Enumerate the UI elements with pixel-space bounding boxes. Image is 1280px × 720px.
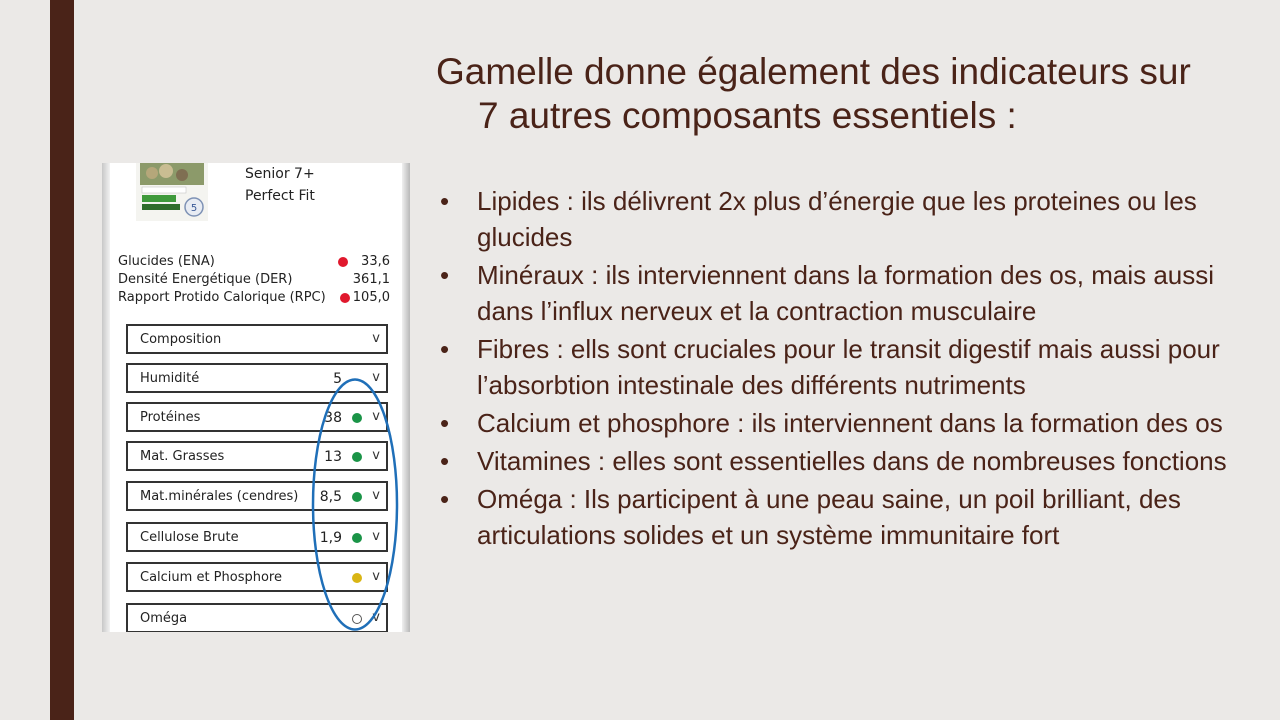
status-dot-yellow [352, 573, 362, 583]
bullet-item-mineraux: • Minéraux : ils interviennent dans la fo… [440, 257, 1270, 329]
status-dot-green [352, 533, 362, 543]
bullet-item-fibres: • Fibres : ells sont cruciales pour le tr… [440, 331, 1270, 403]
row-label: Humidité [140, 371, 200, 386]
svg-text:5: 5 [191, 203, 197, 214]
stat-row-glucides: Glucides (ENA) 33,6 [118, 253, 390, 271]
accent-bar [50, 0, 74, 720]
composition-row-calcium[interactable]: Calcium et Phosphore v [126, 562, 388, 592]
row-value: 8,5 [319, 489, 342, 505]
chevron-down-icon: v [372, 529, 380, 544]
phone-screenshot: 5 Senior 7+ Perfect Fit Glucides (ENA) 3… [102, 163, 410, 632]
stat-label: Rapport Protido Calorique (RPC) [118, 290, 326, 305]
status-dot-green [352, 492, 362, 502]
status-dot-empty [352, 614, 362, 624]
bullet-term: Calcium et phosphore [477, 408, 730, 438]
chevron-down-icon: v [372, 331, 380, 346]
chevron-down-icon: v [372, 409, 380, 424]
stat-label: Densité Energétique (DER) [118, 272, 293, 287]
composition-row-mat-grasses[interactable]: Mat. Grasses 13 v [126, 441, 388, 471]
row-label: Protéines [140, 410, 201, 425]
product-line-1: Senior 7+ [245, 166, 315, 182]
bullet-desc: : ils interviennent dans la formation de… [477, 260, 1215, 326]
bullet-list: • Lipides : ils délivrent 2x plus d’énerg… [440, 183, 1270, 555]
bullet-term: Vitamines [477, 446, 591, 476]
stat-value: 361,1 [352, 272, 390, 287]
status-dot-green [352, 413, 362, 423]
status-dot-red [338, 257, 348, 267]
bullet-dot: • [440, 408, 450, 438]
chevron-down-icon: v [372, 488, 380, 503]
bullet-item-calcium: • Calcium et phosphore : ils interviennen… [440, 405, 1270, 441]
row-label: Oméga [140, 611, 188, 626]
status-dot-green [352, 452, 362, 462]
row-label: Cellulose Brute [140, 530, 239, 545]
composition-header[interactable]: Composition v [126, 324, 388, 354]
bullet-term: Minéraux [477, 260, 584, 290]
row-label: Calcium et Phosphore [140, 570, 282, 585]
chevron-down-icon: v [372, 448, 380, 463]
stat-value: 105,0 [352, 290, 390, 305]
bullet-item-lipides: • Lipides : ils délivrent 2x plus d’énerg… [440, 183, 1270, 255]
bullet-dot: • [440, 334, 450, 364]
bullet-term: Lipides [477, 186, 560, 216]
bullet-term: Oméga [477, 484, 563, 514]
row-value: 13 [324, 449, 342, 465]
bullet-desc: : ils interviennent dans la formation de… [729, 408, 1223, 438]
bullet-desc: : ells sont cruciales pour le transit di… [477, 334, 1220, 400]
bullet-item-omega: • Oméga : Ils participent à une peau sain… [440, 481, 1270, 553]
composition-row-mat-minerales[interactable]: Mat.minérales (cendres) 8,5 v [126, 481, 388, 511]
bullet-desc: : Ils participent à une peau saine, un p… [477, 484, 1181, 550]
row-value: 5 [333, 371, 342, 387]
chevron-down-icon: v [372, 610, 380, 625]
row-label: Composition [140, 332, 222, 347]
product-package-image: 5 [136, 163, 208, 221]
bullet-dot: • [440, 446, 450, 476]
bullet-dot: • [440, 186, 450, 216]
stat-row-rpc: Rapport Protido Calorique (RPC) 105,0 [118, 289, 390, 307]
product-line-2: Perfect Fit [245, 188, 315, 204]
bullet-dot: • [440, 260, 450, 290]
composition-row-cellulose[interactable]: Cellulose Brute 1,9 v [126, 522, 388, 552]
chevron-down-icon: v [372, 370, 380, 385]
bullet-desc: : elles sont essentielles dans de nombre… [590, 446, 1227, 476]
bullet-desc: : ils délivrent 2x plus d’énergie que le… [477, 186, 1197, 252]
bullet-item-vitamines: • Vitamines : elles sont essentielles dan… [440, 443, 1270, 479]
row-value: 1,9 [319, 530, 342, 546]
title-line-1: Gamelle donne également des indicateurs … [436, 51, 1191, 92]
bullet-dot: • [440, 484, 450, 514]
bullet-term: Fibres [477, 334, 550, 364]
chevron-down-icon: v [372, 569, 380, 584]
row-label: Mat. Grasses [140, 449, 225, 464]
slide-title: Gamelle donne également des indicateurs … [436, 50, 1276, 138]
phone-frame-right [402, 163, 410, 632]
row-value: 38 [324, 410, 342, 426]
stat-label: Glucides (ENA) [118, 254, 215, 269]
phone-frame-left [102, 163, 110, 632]
composition-row-omega[interactable]: Oméga v [126, 603, 388, 632]
title-line-2: 7 autres composants essentiels : [478, 95, 1017, 136]
stat-row-der: Densité Energétique (DER) 361,1 [118, 271, 390, 289]
product-name: Senior 7+ Perfect Fit [245, 163, 315, 207]
row-label: Mat.minérales (cendres) [140, 489, 299, 504]
status-dot-red [340, 293, 350, 303]
highlight-ellipse [311, 378, 399, 631]
stat-value: 33,6 [361, 254, 390, 269]
composition-row-humidite[interactable]: Humidité 5 v [126, 363, 388, 393]
composition-row-proteines[interactable]: Protéines 38 v [126, 402, 388, 432]
